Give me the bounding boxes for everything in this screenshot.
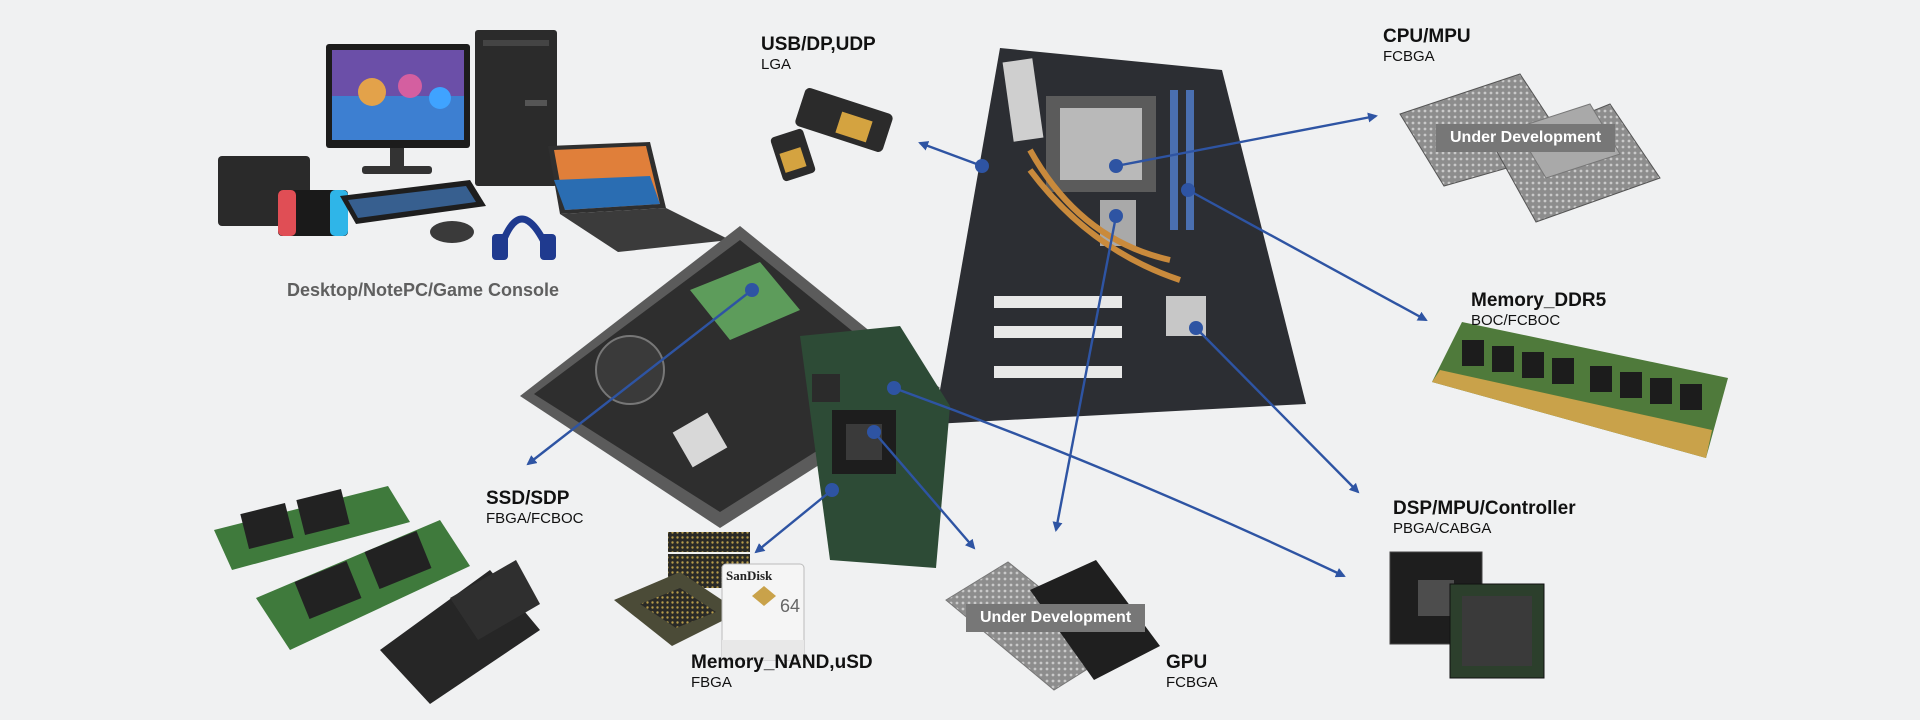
label-dsp-title: DSP/MPU/Controller bbox=[1393, 498, 1576, 519]
label-ddr5-sub: BOC/FCBOC bbox=[1471, 311, 1561, 329]
gpu-under-development-badge: Under Development bbox=[966, 604, 1146, 632]
sd-card-brand: SanDisk bbox=[726, 568, 773, 583]
label-ddr5-title: Memory_DDR5 bbox=[1471, 290, 1607, 311]
pcb-node bbox=[1181, 183, 1195, 197]
main-motherboard bbox=[934, 48, 1306, 424]
label-ssd-sub: FBGA/FCBOC bbox=[486, 509, 584, 527]
pcb-node bbox=[1189, 321, 1203, 335]
label-nand-title: Memory_NAND,uSD bbox=[691, 652, 873, 673]
device-caption: Desktop/NotePC/Game Console bbox=[287, 280, 560, 300]
label-usb: USB/DP,UDP LGA bbox=[761, 34, 876, 73]
label-gpu-title: GPU bbox=[1166, 652, 1208, 673]
arrow-to-dsp-console bbox=[893, 386, 1346, 578]
pcb-node bbox=[825, 483, 839, 497]
pcb-node bbox=[745, 283, 759, 297]
label-ssd-title: SSD/SDP bbox=[486, 488, 570, 509]
label-ddr5: Memory_DDR5 BOC/FCBOC bbox=[1471, 290, 1606, 329]
arrow-to-ssd bbox=[526, 289, 753, 466]
console-board bbox=[800, 326, 950, 568]
pcb-node bbox=[1109, 209, 1123, 223]
pcb-node bbox=[867, 425, 881, 439]
label-gpu: GPU FCBGA bbox=[1166, 652, 1218, 691]
label-nand: Memory_NAND,uSD FBGA bbox=[691, 652, 873, 691]
tower-pc bbox=[475, 30, 557, 186]
arrow-to-cpu bbox=[1115, 112, 1378, 168]
label-usb-sub: LGA bbox=[761, 55, 792, 73]
pcb-node bbox=[975, 159, 989, 173]
dsp-chips bbox=[1389, 551, 1545, 679]
label-gpu-sub: FCBGA bbox=[1166, 673, 1218, 691]
arrow-to-usb bbox=[918, 141, 983, 168]
cpu-under-development-badge: Under Development bbox=[1436, 124, 1616, 152]
pcb-node bbox=[887, 381, 901, 395]
arrow-to-gpu-console bbox=[873, 431, 976, 550]
label-ssd: SSD/SDP FBGA/FCBOC bbox=[486, 488, 584, 527]
device-group bbox=[218, 30, 730, 260]
pcb-node bbox=[1109, 159, 1123, 173]
label-nand-sub: FBGA bbox=[691, 673, 732, 691]
label-cpu-sub: FCBGA bbox=[1383, 47, 1435, 65]
sd-card-capacity: 64 bbox=[780, 596, 801, 616]
arrow-to-dsp bbox=[1195, 327, 1360, 494]
arrow-group bbox=[526, 112, 1428, 578]
nand-chips bbox=[614, 532, 805, 661]
usb-chips bbox=[770, 88, 893, 182]
label-dsp: DSP/MPU/Controller PBGA/CABGA bbox=[1393, 498, 1576, 537]
arrow-to-gpu-main bbox=[1052, 215, 1118, 532]
arrow-to-ddr5 bbox=[1187, 188, 1428, 322]
ssd-modules bbox=[214, 486, 540, 704]
label-cpu: CPU/MPU FCBGA bbox=[1383, 26, 1471, 65]
ddr5-module bbox=[1432, 322, 1728, 458]
label-cpu-title: CPU/MPU bbox=[1383, 26, 1471, 47]
label-usb-title: USB/DP,UDP bbox=[761, 34, 876, 55]
label-dsp-sub: PBGA/CABGA bbox=[1393, 519, 1492, 537]
arrow-to-nand bbox=[754, 489, 833, 554]
